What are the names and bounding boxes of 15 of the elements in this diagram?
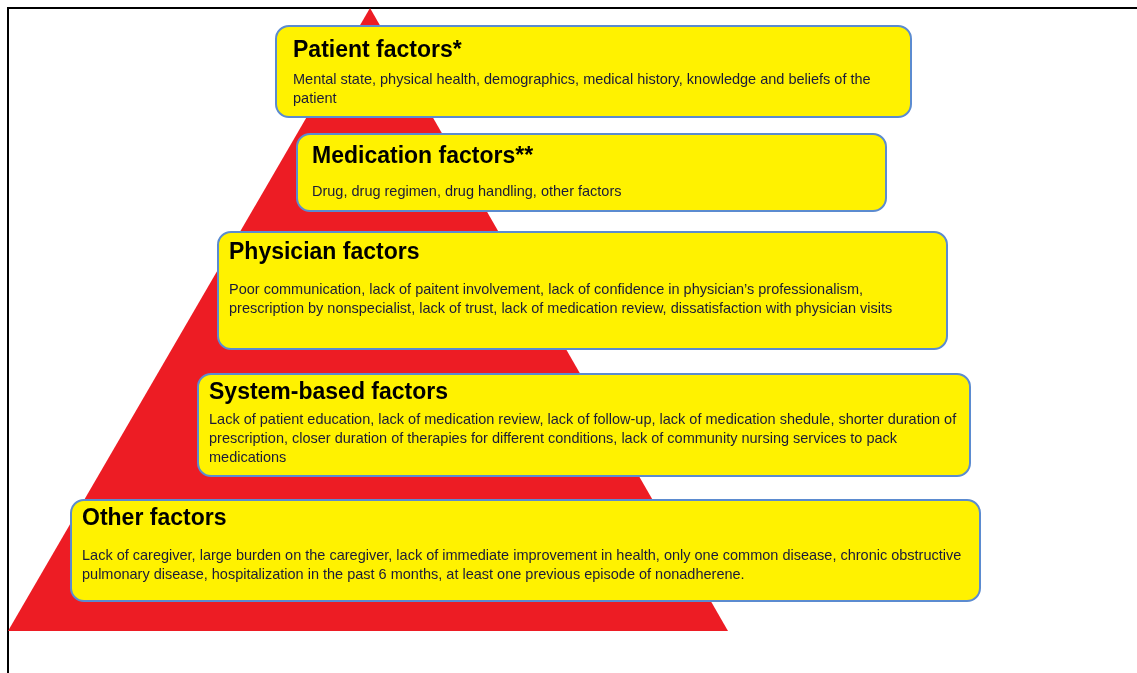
factor-box <box>275 25 912 118</box>
factor-heading: Other factors <box>82 505 228 531</box>
factor-box <box>197 373 971 477</box>
factor-heading: System-based factors <box>209 379 450 405</box>
factor-description: Lack of patient education, lack of medication review, lack of follow-up, lack of medication shedule, shorter duration of prescription, closer duration of therapies for different conditions, lack of community nursing services to pack medications <box>209 410 958 467</box>
factor-description: Drug, drug regimen, drug handling, other factors <box>312 182 623 202</box>
factor-heading: Physician factors <box>229 239 421 265</box>
factor-description: Lack of caregiver, large burden on the caregiver, lack of immediate improvement in health, only one common disease, chronic obstructive pulmonary disease, hospitalization in the past 6 months, at least one previous episode of nonadherene. <box>82 546 963 584</box>
factor-description: Poor communication, lack of paitent involvement, lack of confidence in physician’s professionalism, prescription by nonspecialist, lack of trust, lack of medication review, dissatisfaction with physician visits <box>229 280 894 318</box>
factor-box <box>217 231 948 350</box>
factor-box <box>70 499 981 602</box>
factor-description: Mental state, physical health, demographics, medical history, knowledge and beliefs of the patient <box>293 70 872 108</box>
factor-heading: Medication factors** <box>312 143 535 169</box>
factor-heading: Patient factors* <box>293 37 463 63</box>
factor-box <box>296 133 887 212</box>
